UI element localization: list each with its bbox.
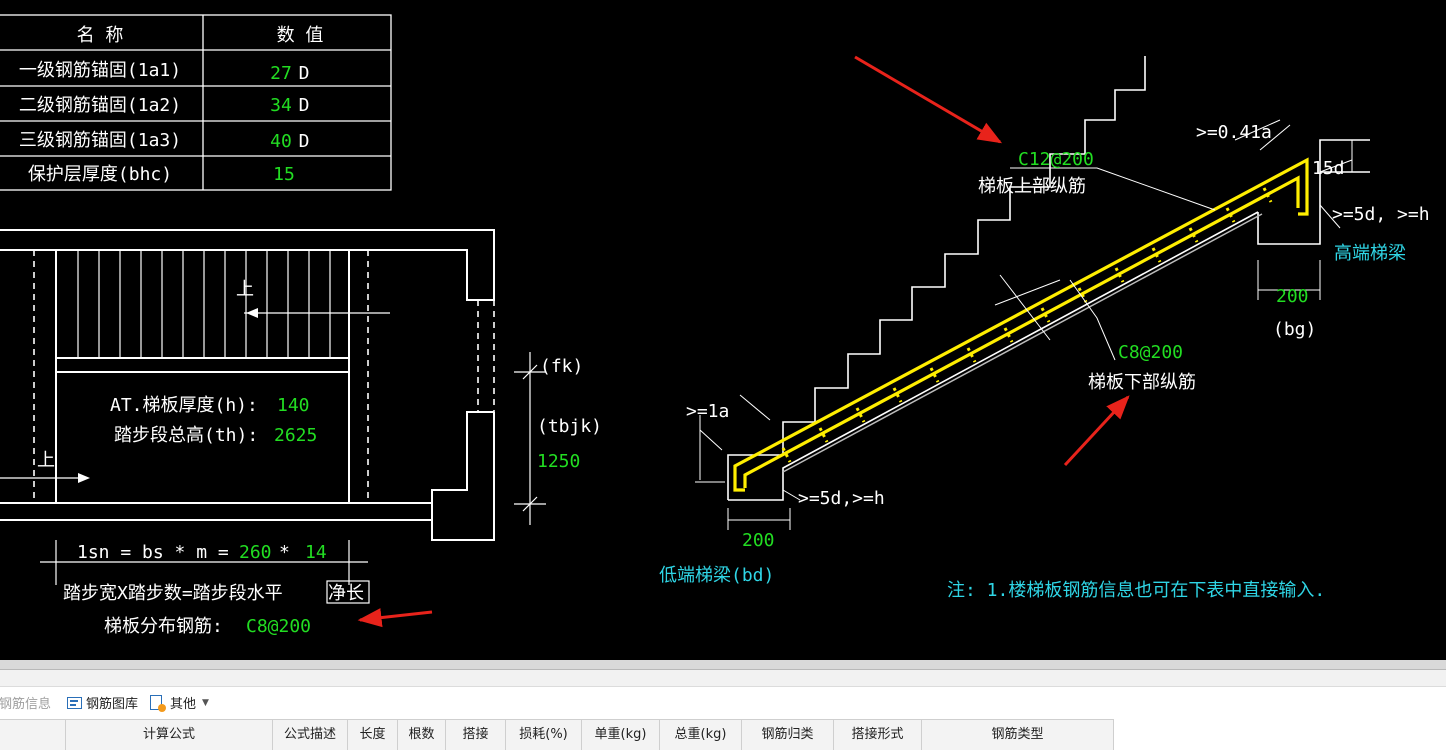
other-label: 其他 xyxy=(170,697,197,712)
chevron-down-icon: ▼ xyxy=(202,697,209,708)
table-row-name: 保护层厚度(bhc) xyxy=(28,164,172,185)
grid-col-header[interactable]: 计算公式 xyxy=(66,720,273,750)
top-bar-label: 梯板上部纵筋 xyxy=(978,176,1086,197)
other-menu-button[interactable]: 其他 ▼ xyxy=(148,693,209,712)
table-row-name: 一级钢筋锚固(1a1) xyxy=(19,60,181,81)
bottom-bar-value[interactable]: C8@200 xyxy=(1118,342,1183,363)
table-row-value[interactable]: 34 xyxy=(270,95,292,116)
lsn-times: * xyxy=(279,542,290,563)
table-row-unit: D xyxy=(299,131,310,152)
stair-diagram: 名 称 数 值 一级钢筋锚固(1a1) 27 D 二级钢筋锚固(1a2) 34 … xyxy=(0,14,1430,637)
rebar-info-button[interactable]: 钢筋信息 xyxy=(0,693,51,712)
up-arrow-icon xyxy=(246,308,258,318)
panel-header-strip xyxy=(0,670,1446,687)
plan-hidden-lines xyxy=(33,250,495,503)
grid-col-header[interactable] xyxy=(0,720,66,750)
low-beam-label: 低端梯梁(bd) xyxy=(659,565,774,586)
bottom-bar-label: 梯板下部纵筋 xyxy=(1088,372,1196,393)
section-beams xyxy=(728,139,1370,501)
height-label: 踏步段总高(th): xyxy=(114,425,258,446)
text-cursor-box xyxy=(326,580,370,604)
library-icon xyxy=(67,696,83,709)
lsn-m-value[interactable]: 14 xyxy=(305,542,327,563)
slab-rebar xyxy=(733,157,1309,492)
height-value[interactable]: 2625 xyxy=(274,425,317,446)
table-row-value[interactable]: 15 xyxy=(273,164,295,185)
grid-col-header[interactable]: 钢筋类型 xyxy=(922,720,1114,750)
table-row-name: 二级钢筋锚固(1a2) xyxy=(19,95,181,116)
rebar-library-label: 钢筋图库 xyxy=(86,697,139,712)
up-arrow-icon xyxy=(78,473,90,483)
table-header-value: 数 值 xyxy=(277,25,324,46)
top-bar-value[interactable]: C12@200 xyxy=(1018,149,1094,170)
high-beam-width[interactable]: 200 xyxy=(1276,286,1309,307)
distribution-label: 梯板分布钢筋: xyxy=(104,616,223,637)
grid-col-header[interactable]: 单重(kg) xyxy=(582,720,660,750)
table-row-value[interactable]: 27 xyxy=(270,63,292,84)
document-icon xyxy=(150,695,167,712)
table-row-name: 三级钢筋锚固(1a3) xyxy=(19,130,181,151)
thickness-value[interactable]: 140 xyxy=(277,395,310,416)
rebar-library-button[interactable]: 钢筋图库 xyxy=(61,693,138,712)
rebar-info-label: 钢筋信息 xyxy=(0,697,52,712)
tbjk-value[interactable]: 1250 xyxy=(537,451,580,472)
stair-section-outline xyxy=(727,56,1146,500)
tbjk-label: (tbjk) xyxy=(537,416,602,437)
step-formula-tail: 净长 xyxy=(328,583,364,604)
lsn-formula: 1sn = bs * m = xyxy=(77,542,229,563)
rebar-toolbar: 钢筋信息 钢筋图库 其他 ▼ xyxy=(0,687,1446,718)
plan-up-label: 上 xyxy=(236,279,254,300)
high-beam-label: 高端梯梁 xyxy=(1334,243,1406,264)
grid-col-header[interactable]: 总重(kg) xyxy=(660,720,742,750)
grid-col-header[interactable]: 公式描述 xyxy=(273,720,348,750)
red-arrow-icon xyxy=(357,55,1130,628)
dim-5d-low: >=5d,>=h xyxy=(798,488,885,509)
cad-drawing-canvas[interactable]: 名 称 数 值 一级钢筋锚固(1a1) 27 D 二级钢筋锚固(1a2) 34 … xyxy=(0,0,1446,660)
low-beam-width[interactable]: 200 xyxy=(742,530,775,551)
table-row-unit: D xyxy=(299,63,310,84)
grid-col-header[interactable]: 搭接 xyxy=(446,720,506,750)
stair-plan-outline xyxy=(0,229,495,541)
rebar-grid-header: 计算公式 公式描述 长度 根数 搭接 损耗(%) 单重(kg) 总重(kg) 钢… xyxy=(0,719,1114,750)
dim-04la: >=0.41a xyxy=(1196,122,1272,143)
dim-5d-high: >=5d, >=h xyxy=(1332,204,1430,225)
section-leaders xyxy=(695,119,1353,530)
table-header-name: 名 称 xyxy=(77,25,124,46)
table-row-unit: D xyxy=(299,95,310,116)
high-beam-bg: (bg) xyxy=(1273,319,1316,340)
grid-col-header[interactable]: 损耗(%) xyxy=(506,720,582,750)
grid-col-header[interactable]: 钢筋归类 xyxy=(742,720,834,750)
lsn-bs-value[interactable]: 260 xyxy=(239,542,272,563)
distribution-bars xyxy=(781,187,1273,463)
plan-up-label-lower: 上 xyxy=(37,450,55,471)
thickness-label: AT.梯板厚度(h): xyxy=(110,395,258,416)
grid-col-header[interactable]: 搭接形式 xyxy=(834,720,922,750)
table-row-value[interactable]: 40 xyxy=(270,131,292,152)
distribution-value[interactable]: C8@200 xyxy=(246,616,311,637)
length-dimension xyxy=(40,540,368,585)
grid-col-header[interactable]: 根数 xyxy=(398,720,446,750)
plan-treads xyxy=(0,250,390,479)
width-dimension xyxy=(514,352,546,525)
fk-label: (fk) xyxy=(540,356,583,377)
panel-splitter[interactable] xyxy=(0,660,1446,670)
grid-col-header[interactable]: 长度 xyxy=(348,720,398,750)
anchorage-table xyxy=(0,14,392,191)
dim-15d: 15d xyxy=(1312,158,1345,179)
step-formula: 踏步宽X踏步数=踏步段水平 xyxy=(63,583,283,604)
note-text: 注: 1.楼梯板钢筋信息也可在下表中直接输入. xyxy=(947,580,1325,601)
dim-la: >=1a xyxy=(686,401,729,422)
